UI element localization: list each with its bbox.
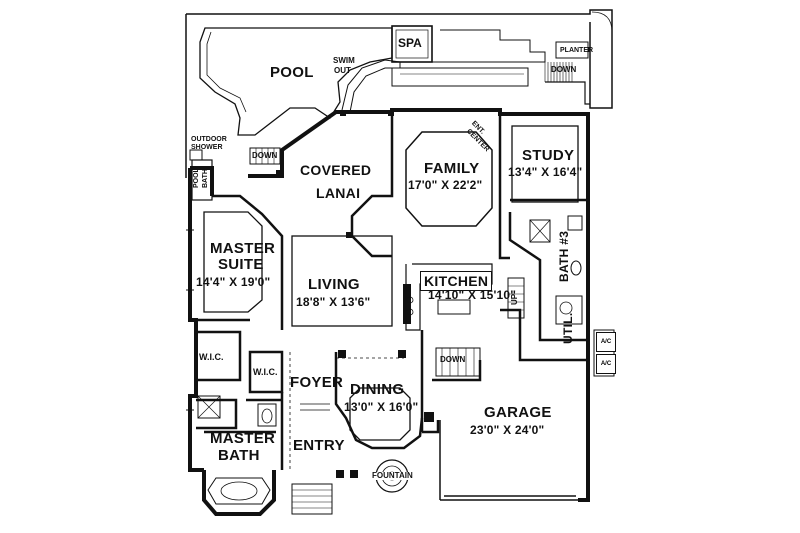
label-master-bath-1: MASTER: [210, 430, 276, 447]
label-ac-2: A/C: [596, 354, 616, 374]
label-wic-1: W.I.C.: [199, 352, 224, 362]
label-dining-size: 13'0" X 16'0": [344, 400, 419, 414]
living-ceiling: [291, 235, 393, 327]
label-shower: SHOWER: [191, 144, 223, 151]
label-dining: DINING: [350, 381, 405, 398]
label-kitchen-size: 14'10" X 15'10": [428, 288, 517, 302]
label-study-size: 13'4" X 16'4": [508, 165, 583, 179]
pool-outline: [199, 27, 393, 136]
pool-deck-outline: [185, 9, 613, 178]
label-pool-bath-1: POOL: [193, 168, 200, 188]
label-garage-size: 23'0" X 24'0": [470, 423, 545, 437]
label-family-size: 17'0" X 22'2": [408, 178, 483, 192]
label-living: LIVING: [308, 276, 360, 293]
label-spa: SPA: [398, 36, 422, 50]
label-outdoor: OUTDOOR: [191, 136, 227, 143]
label-down-lanai: DOWN: [252, 151, 278, 160]
master-bath-bay: [202, 470, 276, 516]
label-entry: ENTRY: [293, 437, 345, 454]
planter-box: [555, 41, 589, 59]
label-study: STUDY: [522, 147, 575, 164]
label-fountain: FOUNTAIN: [372, 471, 413, 480]
swim-out-step: [341, 59, 401, 113]
label-master-suite-1: MASTER: [210, 240, 276, 257]
label-garage: GARAGE: [484, 404, 552, 421]
label-pool: POOL: [270, 64, 314, 81]
label-kitchen: KITCHEN: [420, 271, 493, 291]
label-master-suite-size: 14'4" X 19'0": [196, 275, 271, 289]
label-up: UP: [510, 293, 519, 305]
master-suite-ceiling: [203, 211, 263, 313]
label-wic-2: W.I.C.: [253, 367, 278, 377]
label-down-top-right: DOWN: [551, 65, 577, 74]
label-foyer: FOYER: [290, 374, 344, 391]
stair-up: [507, 277, 525, 319]
label-out: OUT: [334, 66, 351, 75]
house-wall-north: [248, 108, 590, 320]
label-ac-1: A/C: [596, 332, 616, 352]
label-planter: PLANTER: [560, 47, 594, 54]
label-living-size: 18'8" X 13'6": [296, 295, 371, 309]
house-wall-west: [188, 168, 204, 472]
lanai-down-steps: [249, 147, 281, 165]
house-wall-east: [578, 320, 590, 502]
bath-tub: [207, 477, 271, 505]
dining-ceiling: [349, 387, 411, 441]
label-down-garage: DOWN: [440, 355, 466, 364]
label-bath3: BATH #3: [557, 230, 571, 282]
entry-steps: [291, 483, 333, 515]
label-covered: COVERED: [300, 162, 372, 178]
label-swim: SWIM: [333, 56, 355, 65]
label-family: FAMILY: [424, 160, 480, 177]
top-right-steps: [544, 62, 573, 82]
label-lanai: LANAI: [316, 185, 361, 201]
label-pool-bath-2: BATH: [202, 169, 209, 188]
pool-inner-edge: [206, 31, 247, 113]
study-ceiling: [511, 125, 579, 203]
family-ceiling: [405, 131, 493, 227]
label-master-suite-2: SUITE: [218, 256, 264, 273]
label-util: UTIL.: [561, 312, 575, 345]
label-master-bath-2: BATH: [218, 447, 260, 464]
